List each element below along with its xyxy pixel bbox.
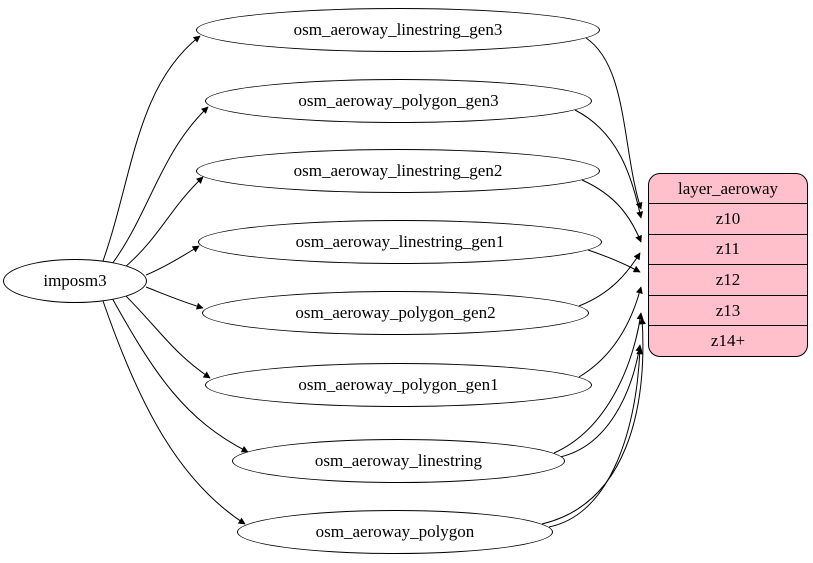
edge-imposm3-linestring-gen2	[123, 176, 204, 269]
node-osm-aeroway-polygon-gen3: osm_aeroway_polygon_gen3	[205, 79, 592, 123]
table-label: osm_aeroway_linestring_gen3	[293, 20, 503, 39]
layer-row-z13: z13	[649, 294, 807, 326]
edge-polygon-gen3-z10	[574, 109, 644, 219]
edge-linestring-z14	[559, 344, 643, 458]
edge-linestring-gen1-z12	[587, 249, 641, 273]
node-osm-aeroway-linestring-gen3: osm_aeroway_linestring_gen3	[196, 8, 600, 52]
table-label: osm_aeroway_linestring	[314, 451, 483, 470]
edge-imposm3-linestring-gen1	[145, 245, 200, 276]
table-label: osm_aeroway_linestring_gen2	[293, 161, 503, 180]
node-osm-aeroway-linestring: osm_aeroway_linestring	[232, 439, 565, 483]
layer-aeroway-title: layer_aeroway	[677, 178, 779, 198]
node-imposm3: imposm3	[3, 259, 147, 303]
layer-row-z14plus: z14+	[649, 325, 807, 356]
node-osm-aeroway-linestring-gen2: osm_aeroway_linestring_gen2	[196, 149, 600, 193]
edge-polygon-z14	[548, 347, 644, 528]
edge-polygon-gen2-z11	[578, 252, 641, 307]
edge-imposm3-polygon-gen2	[145, 286, 204, 310]
edge-linestring-z13	[553, 312, 644, 454]
layer-row-z11: z11	[649, 233, 807, 265]
node-imposm3-label: imposm3	[43, 271, 107, 290]
edge-polygon-z13	[541, 317, 646, 525]
table-label: osm_aeroway_polygon_gen1	[298, 375, 499, 394]
edge-polygon-gen1-z12	[578, 286, 643, 378]
edge-imposm3-linestring-gen3	[102, 35, 201, 262]
node-layer-aeroway: layer_aeroway z10 z11 z12 z13 z14+	[648, 173, 808, 357]
node-osm-aeroway-linestring-gen1: osm_aeroway_linestring_gen1	[198, 220, 602, 264]
table-label: osm_aeroway_polygon_gen3	[298, 91, 499, 110]
table-label: osm_aeroway_polygon	[315, 522, 475, 541]
edge-linestring-gen2-z11	[581, 179, 642, 243]
node-osm-aeroway-polygon-gen1: osm_aeroway_polygon_gen1	[205, 363, 592, 407]
edge-imposm3-polygon-gen1	[123, 293, 211, 379]
edge-imposm3-polygon-gen3	[111, 106, 209, 265]
node-osm-aeroway-polygon-gen2: osm_aeroway_polygon_gen2	[202, 291, 589, 335]
layer-row-z10: z10	[649, 203, 807, 234]
edge-linestring-gen3-z10	[585, 37, 643, 210]
edge-imposm3-polygon	[102, 300, 246, 525]
node-osm-aeroway-polygon: osm_aeroway_polygon	[237, 510, 553, 554]
table-label: osm_aeroway_linestring_gen1	[295, 232, 505, 251]
table-label: osm_aeroway_polygon_gen2	[295, 303, 496, 322]
edge-imposm3-linestring	[111, 297, 249, 453]
layer-row-z12: z12	[649, 264, 807, 295]
